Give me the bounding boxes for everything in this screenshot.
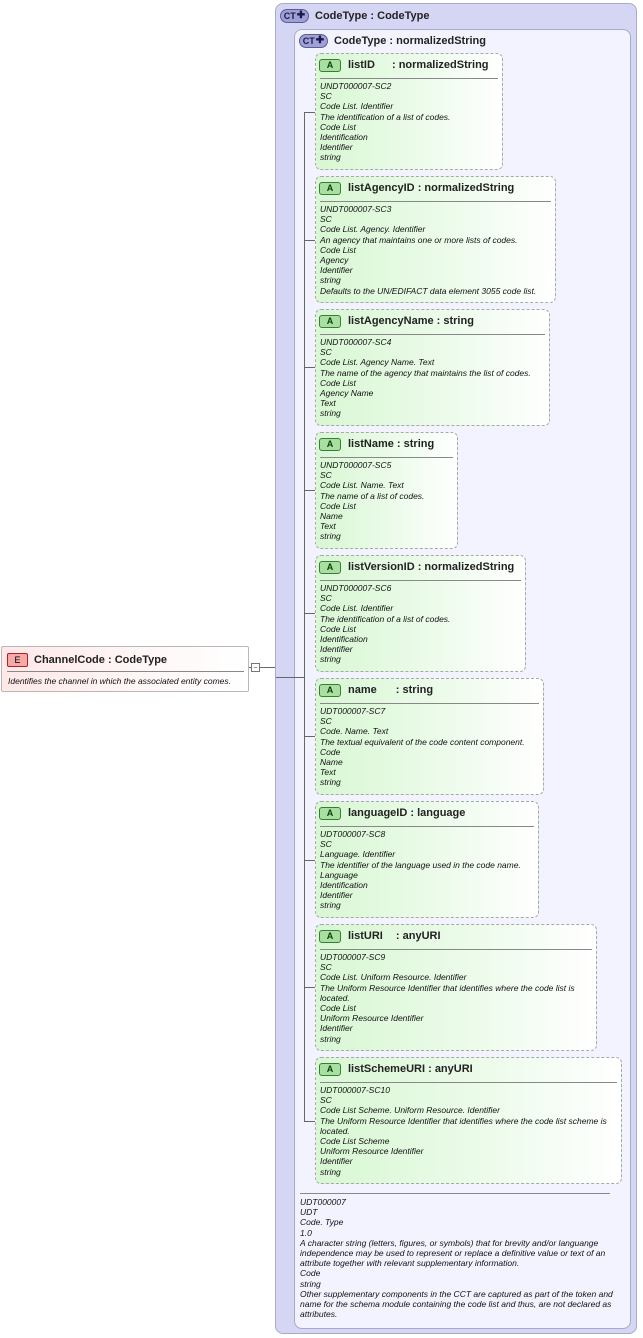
attribute-name: listAgencyID — [348, 182, 415, 194]
element-type: CodeType — [114, 654, 168, 666]
attribute-name: listAgencyName — [348, 315, 434, 327]
attribute-name: languageID — [348, 807, 408, 819]
attribute-icon: A — [319, 683, 341, 697]
complex-type-inner-separator: : — [386, 35, 397, 47]
attribute-icon: A — [319, 806, 341, 820]
attribute-type: anyURI — [402, 930, 441, 942]
attribute-type: anyURI — [434, 1063, 473, 1075]
complex-type-outer-separator: : — [367, 10, 378, 22]
attribute-type: string — [403, 438, 435, 450]
attribute-icon: A — [319, 560, 341, 574]
complex-type-outer-name: CodeType — [315, 10, 368, 22]
attributes-connector-vertical — [304, 112, 305, 1122]
element-channelcode[interactable]: E ChannelCode : CodeType Identifies the … — [1, 646, 249, 692]
connector-type-horizontal — [260, 667, 276, 668]
attribute-name: name — [348, 684, 377, 696]
complex-type-inner-documentation: UDT000007 UDT Code. Type 1.0 A character… — [300, 1197, 613, 1320]
attribute-type: language — [417, 807, 466, 819]
complex-type-icon: CT✚ — [280, 9, 309, 23]
attribute-name: listSchemeURI — [348, 1063, 426, 1075]
connector-element-to-type — [249, 667, 251, 668]
attributes-connector-branch — [276, 677, 304, 678]
complex-type-inner-name: CodeType — [334, 35, 387, 47]
attribute-type: string — [402, 684, 434, 696]
attribute-name: listVersionID — [348, 561, 415, 573]
attribute-icon: A — [319, 314, 341, 328]
element-name: ChannelCode — [34, 654, 105, 666]
complex-type-inner-divider — [300, 1193, 610, 1194]
complex-type-inner-base: normalizedString — [396, 35, 486, 47]
attribute-name: listID — [348, 59, 375, 71]
element-header: E ChannelCode : CodeType — [7, 652, 167, 668]
attribute-type: normalizedString — [398, 59, 489, 71]
element-divider — [7, 671, 244, 672]
attribute-icon: A — [319, 437, 341, 451]
attribute-icon: A — [319, 1062, 341, 1076]
attribute-type: normalizedString — [424, 561, 515, 573]
expand-toggle-icon[interactable]: − — [251, 663, 260, 672]
complex-type-outer-header: CT✚ CodeType : CodeType — [280, 8, 430, 24]
attribute-icon: A — [319, 58, 341, 72]
attribute-type: string — [443, 315, 474, 327]
complex-type-inner-header: CT✚ CodeType : normalizedString — [299, 33, 486, 49]
attribute-icon: A — [319, 929, 341, 943]
attribute-type: normalizedString — [424, 182, 515, 194]
complex-type-outer-base: CodeType — [377, 10, 430, 22]
attribute-icon: A — [319, 181, 341, 195]
element-type-separator: : — [104, 654, 115, 666]
attribute-name: listName — [348, 438, 394, 450]
element-documentation: Identifies the channel in which the asso… — [8, 676, 232, 686]
element-icon: E — [7, 653, 28, 667]
complex-type-icon: CT✚ — [299, 34, 328, 48]
attribute-name: listURI — [348, 930, 383, 942]
